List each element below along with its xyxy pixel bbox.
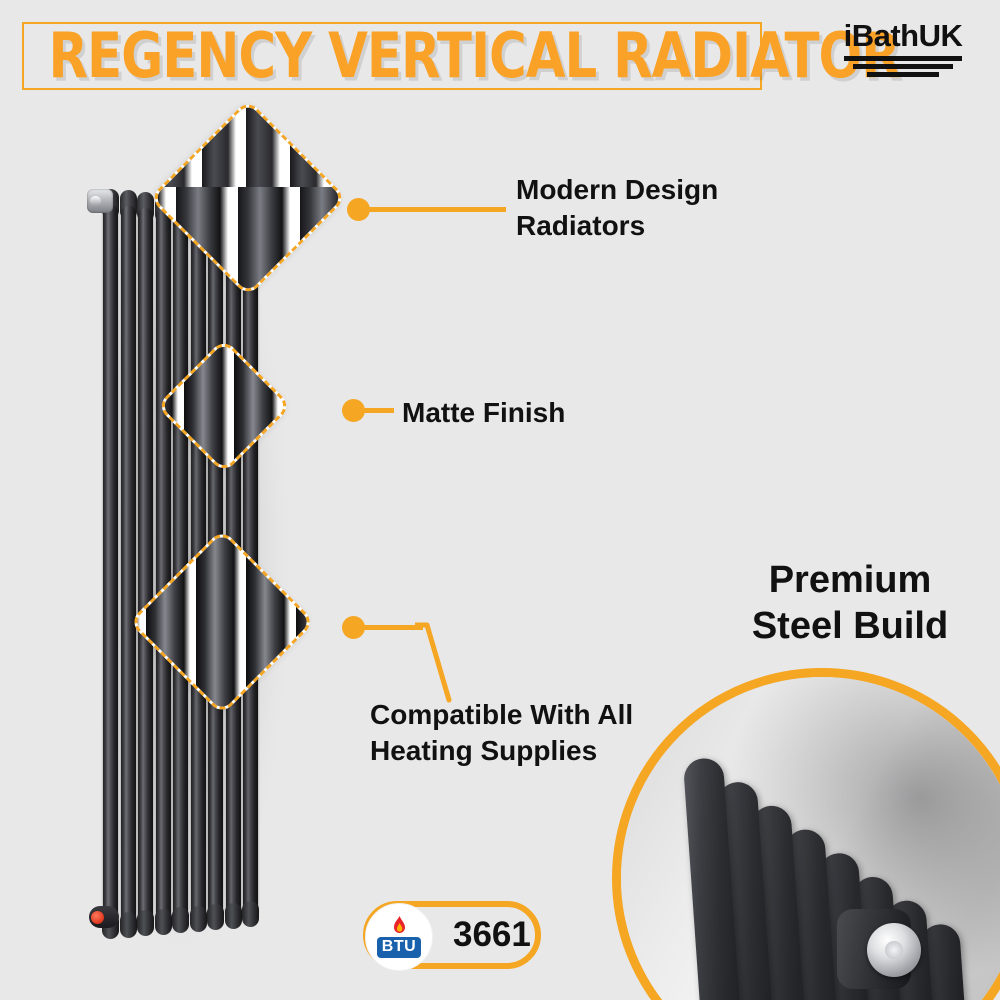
flame-icon (393, 916, 405, 933)
radiator-column (103, 205, 118, 927)
callout-line-1 (366, 207, 506, 212)
product-closeup-inset (612, 668, 1000, 1000)
radiator-column (155, 208, 171, 924)
callout-label-3-line2: Heating Supplies (370, 734, 598, 766)
zoomed-column-caps (149, 99, 347, 188)
feature-heading-line2: Steel Build (751, 605, 949, 648)
bottom-inlet-plug-icon (89, 906, 119, 928)
callout-label-2: Matte Finish (402, 395, 682, 431)
btu-chip-label: BTU (376, 937, 422, 958)
feature-heading-line1: Premium (768, 559, 932, 601)
radiator-column-foot (137, 910, 154, 936)
callout-label-1-line2: Radiators (516, 209, 646, 241)
title-box: REGENCY VERTICAL RADIATOR (22, 20, 901, 92)
callout-label-1: Modern Design Radiators (516, 172, 796, 244)
brand-logo-text: iBathUK (843, 18, 963, 53)
callout-dot-2 (342, 399, 365, 422)
callout-label-3: Compatible With All Heating Supplies (370, 697, 680, 769)
callout-dot-3 (342, 616, 365, 639)
air-vent-valve-icon (87, 189, 113, 213)
radiator-column-foot (119, 911, 137, 938)
page-title: REGENCY VERTICAL RADIATOR (48, 19, 900, 93)
callout-elbow-line-3 (415, 622, 452, 703)
radiator-column-foot (224, 902, 242, 929)
callout-label-3-line1: Compatible With All (370, 699, 634, 730)
btu-badge: BTU 3661 (363, 901, 541, 971)
callout-dot-1 (347, 198, 370, 221)
brand-logo: iBathUK (828, 18, 978, 77)
radiator-column (138, 207, 153, 925)
callout-label-1-line1: Modern Design (516, 174, 719, 205)
btu-value: 3661 (453, 915, 531, 954)
inset-chrome-valve-icon (867, 923, 921, 977)
callout-label-2-line1: Matte Finish (402, 397, 566, 428)
radiator-column (120, 206, 136, 926)
radiator-column-foot (172, 907, 189, 933)
callout-line-3 (361, 625, 423, 630)
logo-bar-1 (844, 55, 962, 61)
radiator-column-foot (154, 908, 172, 935)
btu-icon-circle: BTU (365, 903, 433, 971)
logo-bar-2 (853, 63, 953, 69)
logo-bar-3 (867, 71, 939, 77)
radiator-column-foot (207, 904, 224, 930)
radiator-column-foot (242, 901, 259, 927)
radiator-column-foot (189, 905, 207, 932)
callout-line-2 (361, 408, 394, 413)
feature-heading: Premium Steel Build (700, 557, 1000, 650)
